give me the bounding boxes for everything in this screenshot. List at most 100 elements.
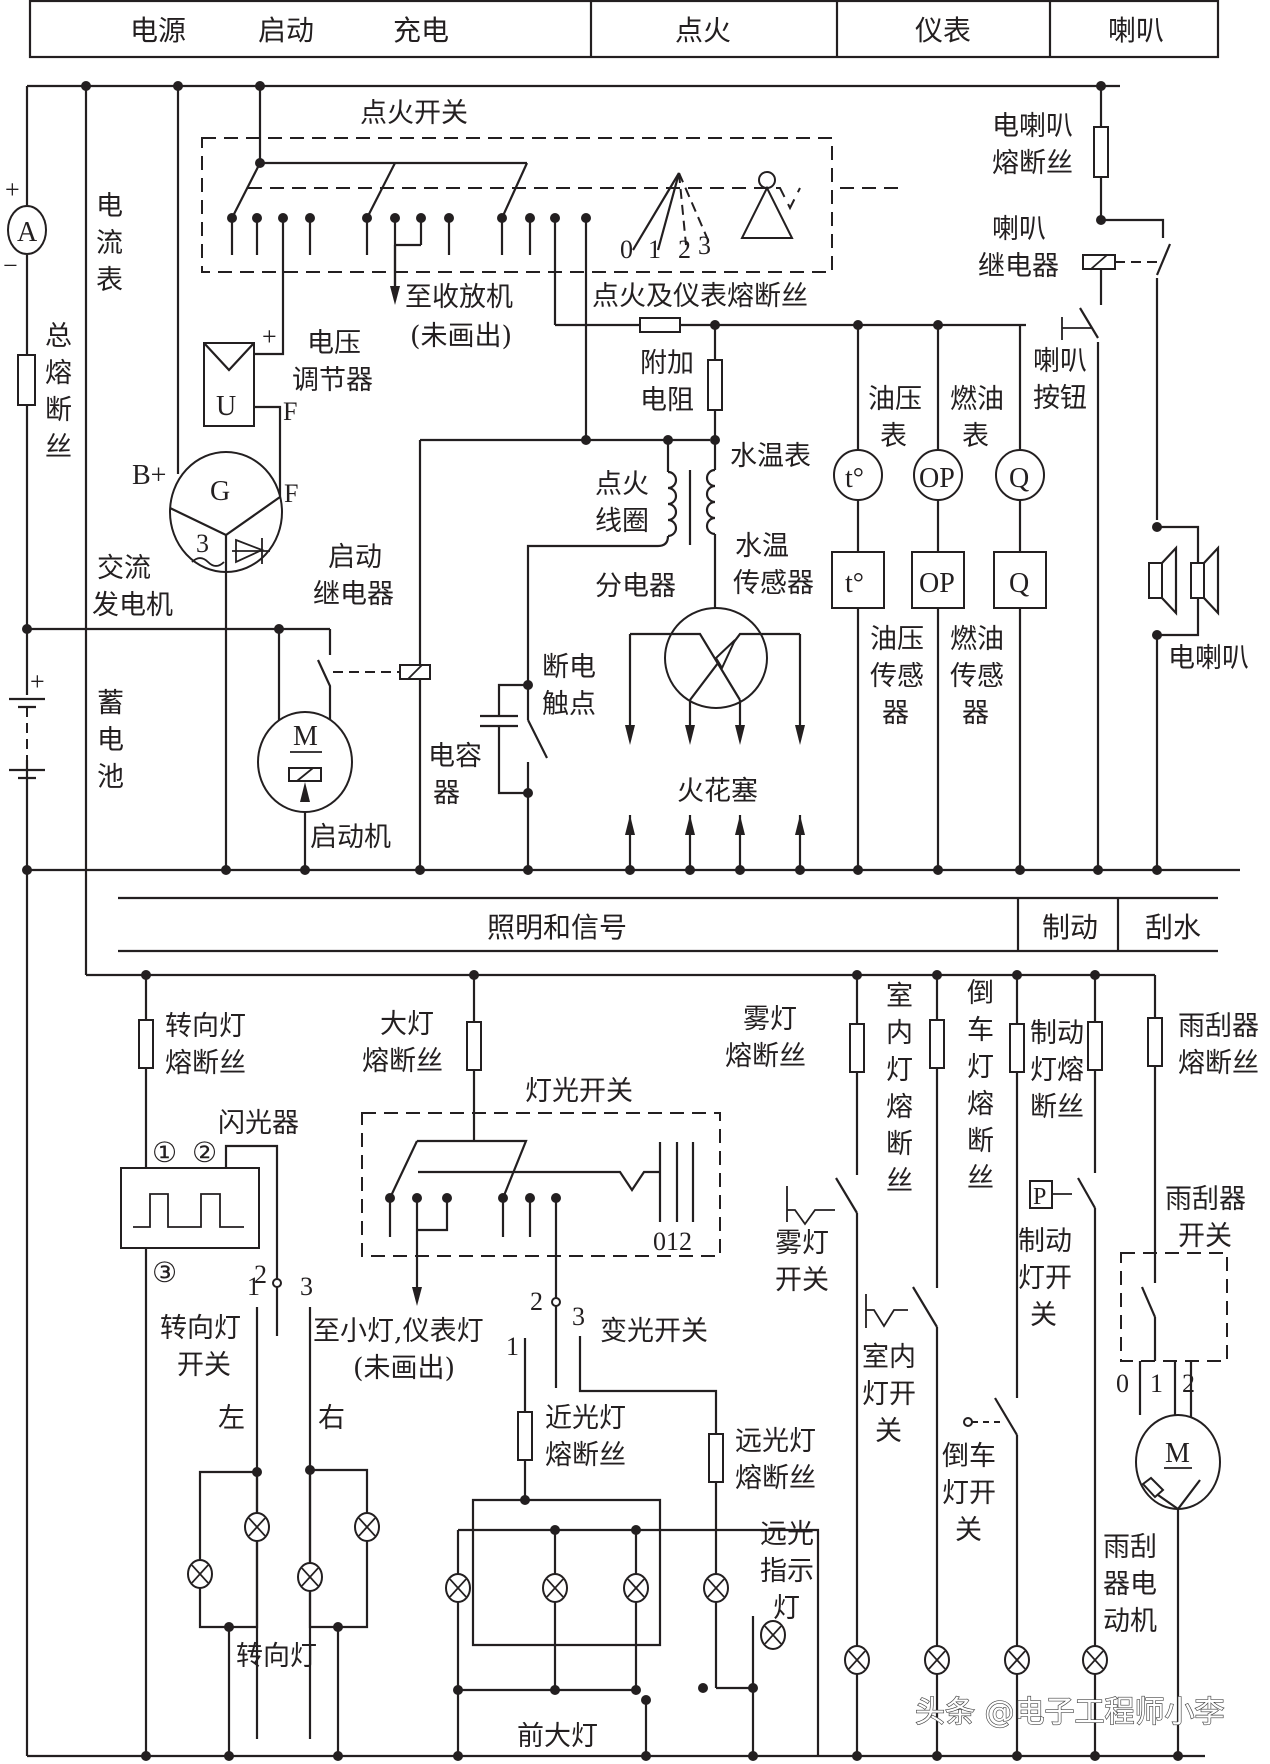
turn-lamp-right-rear-icon	[354, 1512, 380, 1542]
interior-fuse-label-2: 内	[886, 1018, 913, 1049]
header-braking: 制动	[1042, 911, 1098, 944]
interior-switch-label-3: 关	[875, 1416, 902, 1447]
key-knob-icon	[758, 171, 776, 189]
turn-lamp-left-front-icon	[187, 1559, 213, 1589]
low-beam-fuse-label-2: 熔断丝	[545, 1440, 626, 1471]
b-plus-label: B+	[132, 460, 166, 491]
fog-fuse-label-2: 熔断丝	[725, 1041, 806, 1072]
high-beam-fuse-label-2: 熔断丝	[735, 1463, 816, 1494]
high-beam-indicator-label-2: 指示	[760, 1556, 814, 1587]
low-beam-fuse-label-1: 近光灯	[545, 1403, 626, 1434]
small-lamp-note-2: (未画出)	[353, 1353, 455, 1384]
ign-coil-label-1: 点火	[595, 469, 649, 500]
fog-switch-label-1: 雾灯	[775, 1228, 829, 1259]
brake-p-letter: P	[1033, 1184, 1046, 1210]
interior-lamp-circuit	[865, 975, 945, 1756]
top-section-header: 电源 启动 充电 点火 仪表 喇叭	[28, 0, 1220, 59]
ballast-label-1: 附加	[640, 348, 694, 379]
instrument-feed	[555, 317, 1026, 470]
main-fuse-label-4: 丝	[45, 432, 72, 463]
dimmer-pos-2: 2	[530, 1287, 543, 1316]
starter-motor-letter: M	[293, 721, 318, 752]
oil-sensor-symbol: OP	[919, 568, 955, 599]
fog-fuse-symbol	[849, 1023, 865, 1073]
main-fuse-label-3: 断	[45, 395, 72, 426]
reverse-fuse-label-5: 断	[967, 1126, 994, 1157]
header-start: 启动	[258, 14, 314, 47]
left-label: 左	[218, 1403, 245, 1434]
generator-phase: 3	[196, 529, 209, 558]
horn-relay-label-2: 继电器	[978, 251, 1059, 282]
reverse-switch-label-3: 关	[955, 1515, 982, 1546]
header-horn: 喇叭	[1108, 14, 1164, 47]
turn-fuse-symbol	[138, 1019, 154, 1069]
interior-fuse-label-4: 熔	[886, 1092, 913, 1123]
wiper-pos-1: 1	[1150, 1369, 1163, 1398]
spark-arrow-up-icon	[625, 815, 805, 835]
capacitor-label-2: 器	[433, 778, 460, 809]
lighting-bus	[141, 970, 1157, 1018]
turn-switch-pos-3: 3	[300, 1272, 313, 1301]
brake-switch-label-2: 灯开	[1018, 1263, 1072, 1294]
interior-switch-icon	[865, 1294, 908, 1328]
ign-pos-2: 2	[678, 235, 691, 264]
water-temp-sensor-symbol: t°	[845, 568, 864, 599]
ignition-switch-label: 点火开关	[360, 98, 468, 129]
ac-tilde-icon	[191, 557, 225, 567]
interior-fuse-label-3: 灯	[886, 1055, 913, 1086]
reverse-fuse-label-3: 灯	[967, 1052, 994, 1083]
starter-arrow-icon	[300, 782, 310, 802]
electric-horn-label: 电喇叭	[1168, 643, 1249, 674]
water-temp-gauge-symbol: t°	[845, 463, 864, 494]
flasher-terminal-1: ①	[152, 1138, 177, 1169]
brake-fuse-label-3: 断丝	[1030, 1092, 1084, 1123]
radio-arrow-icon	[390, 286, 400, 305]
generator-letter: G	[210, 476, 230, 507]
regulator-plus: +	[262, 322, 277, 351]
small-lamp-arrow-icon	[412, 1287, 422, 1306]
ign-pos-1: 1	[648, 235, 661, 264]
reverse-fuse-label-1: 倒	[967, 978, 994, 1009]
interior-switch-label-2: 灯开	[862, 1379, 916, 1410]
interior-fuse-symbol	[929, 1019, 945, 1069]
flasher-label: 闪光器	[218, 1108, 299, 1139]
wiper-switch-label-2: 开关	[1178, 1221, 1232, 1252]
oil-gauge-symbol: OP	[919, 463, 955, 494]
radio-note-1: 至收放机	[405, 282, 513, 313]
fuel-sensor	[993, 551, 1047, 609]
turn-lamp-right-front-icon	[297, 1562, 323, 1592]
fuel-sensor-label-2: 传感	[950, 661, 1004, 692]
fog-fuse-label-1: 雾灯	[743, 1004, 797, 1035]
regulator-f: F	[283, 397, 297, 426]
fuel-gauge-symbol: Q	[1009, 463, 1029, 494]
ignition-switch-frame	[201, 137, 833, 273]
high-beam-indicator-label-3: 灯	[773, 1593, 800, 1624]
wiper-circuit: 0 1 2 M	[1116, 1017, 1228, 1756]
dimmer-switch-label: 变光开关	[600, 1316, 708, 1347]
interior-switch-label-1: 室内	[862, 1342, 916, 1373]
starter: M	[257, 624, 353, 870]
dimmer-pos-3: 3	[572, 1302, 585, 1331]
radio-note-2: (未画出)	[410, 321, 512, 352]
ign-coil-label-2: 线圈	[595, 506, 649, 537]
light-switch-label: 灯光开关	[525, 1076, 633, 1107]
light-switch-positions: 012	[653, 1227, 692, 1256]
turn-switch-label-2: 开关	[177, 1350, 231, 1381]
turn-signal-circuit: ① ② ③ 1 2 3	[120, 975, 369, 1756]
battery-label-1: 蓄	[97, 688, 124, 719]
brake-switch-label-3: 关	[1030, 1300, 1057, 1331]
high-beam-fuse-symbol	[708, 1433, 724, 1483]
turn-lamps-label: 转向灯	[236, 1641, 317, 1672]
oil-sensor-label-1: 油压	[870, 624, 924, 655]
high-beam-fuse-label-1: 远光灯	[735, 1426, 816, 1457]
oil-sensor-label-3: 器	[882, 698, 909, 729]
turn-lamp-left-rear-icon	[244, 1512, 270, 1542]
light-switch-frame	[361, 1112, 721, 1257]
brake-fuse-label-1: 制动	[1030, 1018, 1084, 1049]
voltage-regulator-label-2: 调节器	[292, 365, 373, 396]
wiper-motor-label-3: 动机	[1103, 1606, 1157, 1637]
wiper-fuse-label-2: 熔断丝	[1178, 1048, 1259, 1079]
distributor-label: 分电器	[595, 571, 676, 602]
reverse-fuse-symbol	[1009, 1023, 1025, 1073]
high-beam-indicator-lamp-icon	[760, 1620, 786, 1650]
